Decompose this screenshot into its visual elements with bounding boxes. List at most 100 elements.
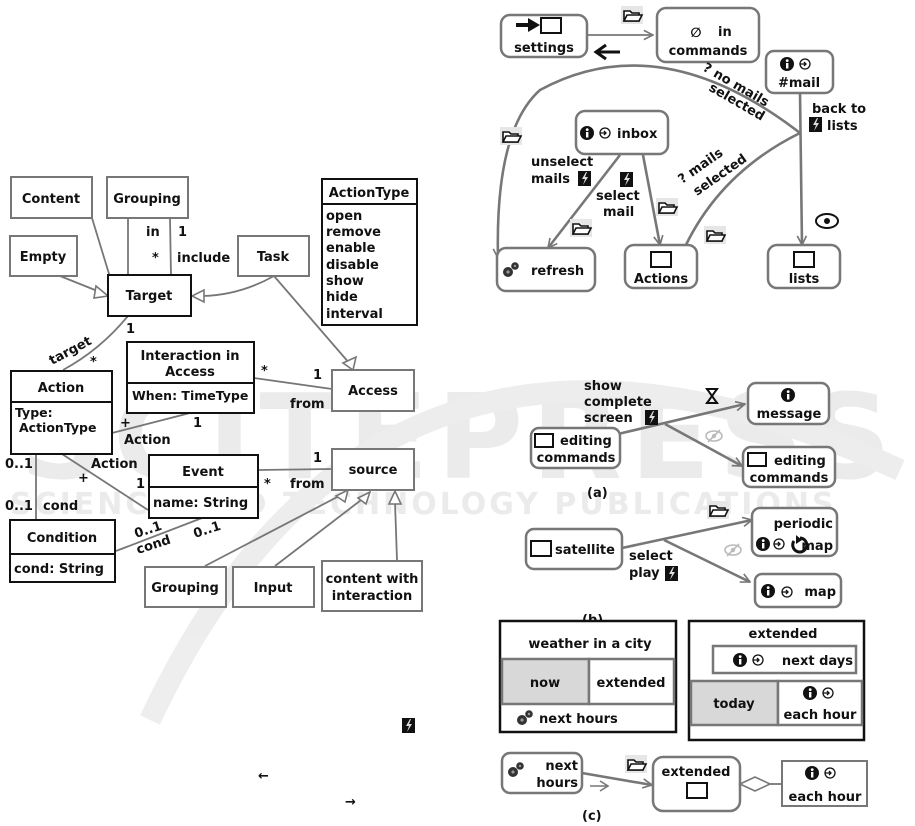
extended-title: extended [749, 627, 818, 642]
edge-label: complete [584, 395, 652, 410]
info-icon [803, 686, 817, 700]
class-grouping-bottom[interactable]: Grouping [144, 566, 227, 608]
class-interaction-attr: When: TimeType [132, 388, 248, 403]
hidden-icon [724, 543, 742, 557]
refresh-cycle-icon [791, 535, 809, 554]
info-icon [805, 766, 819, 780]
info-icon [761, 584, 775, 598]
class-task-label: Task [257, 250, 290, 265]
lightning-icon [645, 410, 658, 425]
info-icon [756, 537, 770, 551]
edge-to-editing [664, 422, 742, 468]
node-label: commands [750, 471, 829, 486]
left-arrow-icon: ← [258, 769, 269, 784]
class-grouping-top[interactable]: Grouping [106, 176, 189, 219]
node-next-hours[interactable]: next hours [500, 751, 584, 795]
info-icon [733, 653, 747, 667]
class-target[interactable]: Target [107, 274, 192, 317]
lightning-icon [620, 172, 633, 187]
hourglass-icon [705, 388, 719, 404]
association-action-event [61, 453, 149, 511]
inheritance-arrow-icon [334, 488, 350, 504]
lightning-icon [809, 117, 822, 132]
class-empty[interactable]: Empty [9, 235, 78, 277]
mail-flow-diagram: settings ∅ in commands #mail inbox refre… [495, 5, 866, 293]
folder-icon [499, 126, 523, 146]
node-label: commands [537, 451, 616, 466]
next-hours-label: next hours [539, 712, 618, 727]
edge-label: show [584, 379, 622, 394]
class-source[interactable]: source [331, 448, 415, 491]
class-input-label: Input [254, 581, 293, 596]
multiplicity-label: 1 [313, 368, 322, 383]
generalization-contentwith-source [394, 501, 398, 561]
association-interaction-access [253, 377, 333, 390]
node-extended[interactable]: extended [651, 755, 742, 813]
tab-extended[interactable]: extended [587, 657, 676, 706]
class-condition[interactable]: Condition cond: String [9, 519, 116, 583]
node-message[interactable]: message [746, 381, 831, 426]
node-label: editing [560, 434, 612, 449]
node-refresh-label: refresh [531, 264, 584, 279]
class-action[interactable]: Action Type: ActionType [10, 370, 113, 455]
class-interaction-in-access[interactable]: Interaction in Access When: TimeType [126, 341, 255, 414]
node-settings[interactable]: settings [499, 13, 589, 59]
class-grouping-bottom-label: Grouping [151, 581, 219, 596]
class-content[interactable]: Content [10, 176, 93, 219]
class-access[interactable]: Access [331, 369, 415, 412]
class-event[interactable]: Event name: String [148, 454, 259, 519]
action-type-value: open [326, 209, 362, 224]
action-type-value: interval [326, 307, 383, 322]
tab-now[interactable]: now [500, 657, 591, 706]
info-icon [580, 126, 594, 140]
node-lists[interactable]: lists [766, 243, 842, 290]
node-label: periodic [774, 517, 833, 532]
inheritance-arrow-icon [190, 288, 205, 304]
each-hour-panel[interactable]: each hour [776, 679, 864, 727]
class-empty-label: Empty [20, 250, 67, 265]
node-lists-label: lists [789, 272, 820, 287]
edge-label: select [629, 549, 673, 564]
weather-title: weather in a city [528, 637, 652, 652]
node-map[interactable]: map [753, 572, 843, 609]
weather-mockup: weather in a city now extended next hour… [498, 619, 866, 742]
tab-extended-label: extended [597, 676, 666, 691]
tab-today-label: today [713, 697, 755, 712]
node-in-commands-label: in [718, 25, 732, 40]
role-label: from [290, 477, 325, 492]
class-action-attr: Type: [15, 405, 53, 420]
edge-to-map [663, 538, 750, 584]
class-input[interactable]: Input [232, 566, 315, 608]
lightning-icon [578, 171, 591, 186]
node-each-hour[interactable]: each hour [781, 760, 868, 807]
association-event-source [257, 468, 333, 471]
node-satellite[interactable]: satellite [524, 527, 624, 571]
edge-label: play [629, 566, 660, 581]
class-grouping-label: Grouping [113, 192, 181, 207]
node-periodic-map[interactable]: periodic map [750, 506, 839, 558]
edge-label: lists [827, 119, 858, 134]
info-icon [780, 57, 794, 71]
node-editing-commands-target[interactable]: editing commands [741, 445, 837, 489]
tab-today[interactable]: today [689, 679, 780, 727]
class-event-title: Event [182, 465, 224, 480]
generalization-task-access [273, 275, 351, 365]
inheritance-arrow-icon [387, 489, 403, 505]
association-grouping-include [169, 217, 172, 277]
folder-icon [620, 5, 644, 25]
node-editing-commands-source[interactable]: editing commands [529, 426, 622, 470]
multiplicity-label: * [261, 364, 268, 379]
next-days-panel[interactable]: next days [711, 644, 858, 675]
node-actions[interactable]: Actions [623, 243, 699, 290]
node-in-commands[interactable]: ∅ in commands [655, 6, 761, 64]
node-mail[interactable]: #mail [764, 49, 835, 95]
class-action-type[interactable]: ActionType open remove enable disable sh… [321, 178, 418, 326]
class-task[interactable]: Task [237, 235, 310, 277]
node-in-commands-label: commands [669, 44, 748, 59]
node-inbox[interactable]: inbox [574, 109, 670, 156]
class-interaction-title: Access [165, 365, 215, 380]
multiplicity-label: + [120, 416, 131, 431]
node-label: next [545, 759, 578, 774]
node-refresh[interactable]: refresh [495, 246, 597, 293]
class-content-with-interaction[interactable]: content with interaction [321, 560, 423, 612]
